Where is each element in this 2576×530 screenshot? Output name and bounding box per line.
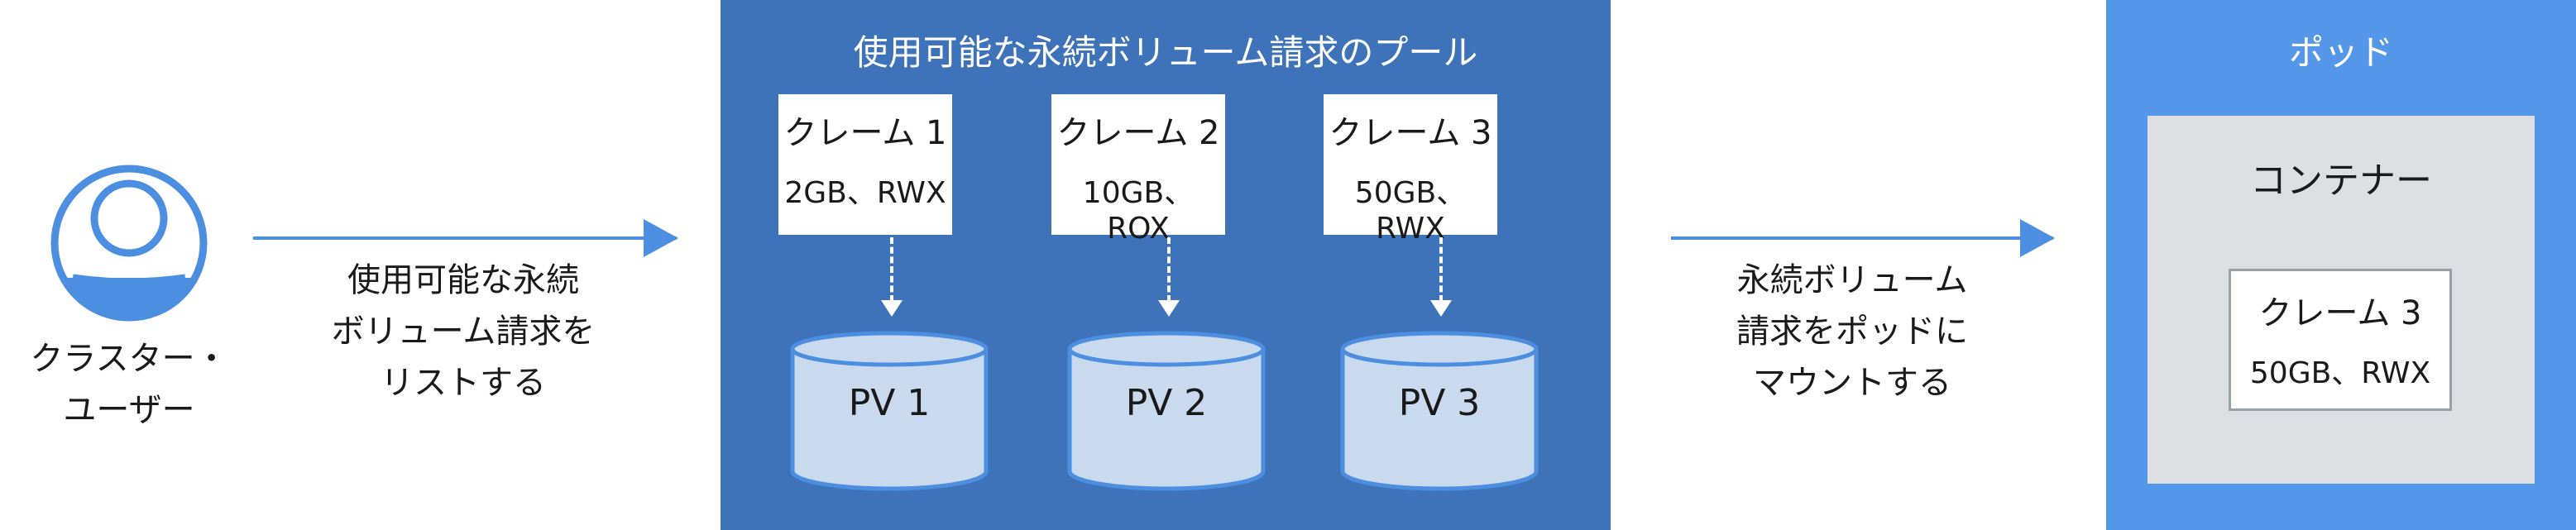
volume-1: PV 1 (790, 331, 989, 492)
volume-3: PV 3 (1340, 331, 1539, 492)
user-label: クラスター・ ユーザー (30, 340, 228, 429)
claim-name: クレーム 3 (1329, 114, 1492, 152)
pod-title: ポッド (2288, 32, 2393, 73)
claim-spec: 50GB、RWX (2249, 356, 2431, 390)
claim-spec: 10GB、ROX (1082, 176, 1195, 246)
binding-arrow-3 (1430, 237, 1452, 317)
mount-claim-label: 永続ボリューム 請求をポッドに マウントする (1736, 261, 1968, 402)
cylinder-icon (790, 331, 989, 491)
claim-name: クレーム 3 (2258, 294, 2422, 332)
cylinder-icon (1340, 331, 1539, 491)
user-icon (48, 162, 210, 324)
claim-spec: 50GB、RWX (1354, 176, 1467, 246)
list-claims-arrow (253, 219, 678, 257)
container: コンテナー クレーム 3 50GB、RWX (2147, 116, 2535, 484)
pod: ポッド コンテナー クレーム 3 50GB、RWX (2106, 0, 2576, 530)
claim-name: クレーム 2 (1056, 114, 1220, 152)
claim-name: クレーム 1 (783, 114, 947, 152)
mounted-claim-card: クレーム 3 50GB、RWX (2229, 269, 2452, 411)
cylinder-icon (1067, 331, 1266, 491)
volume-2: PV 2 (1067, 331, 1266, 492)
volume-label: PV 1 (848, 382, 931, 424)
claim-pool: 使用可能な永続ボリューム請求のプール クレーム 1 2GB、RWX クレーム 2… (721, 0, 1611, 530)
list-claims-label: 使用可能な永続 ボリューム請求を リストする (331, 261, 596, 402)
pool-title: 使用可能な永続ボリューム請求のプール (853, 32, 1478, 73)
volume-label: PV 3 (1398, 382, 1481, 424)
mount-claim-arrow (1671, 219, 2055, 257)
volume-label: PV 2 (1125, 382, 1208, 424)
claim-spec: 2GB、RWX (784, 176, 946, 210)
binding-arrow-1 (881, 237, 903, 317)
container-title: コンテナー (2250, 160, 2432, 202)
binding-arrow-2 (1158, 237, 1180, 317)
claim-card-1: クレーム 1 2GB、RWX (778, 94, 952, 235)
claim-card-3: クレーム 3 50GB、RWX (1324, 94, 1497, 246)
claim-card-2: クレーム 2 10GB、ROX (1051, 94, 1225, 246)
